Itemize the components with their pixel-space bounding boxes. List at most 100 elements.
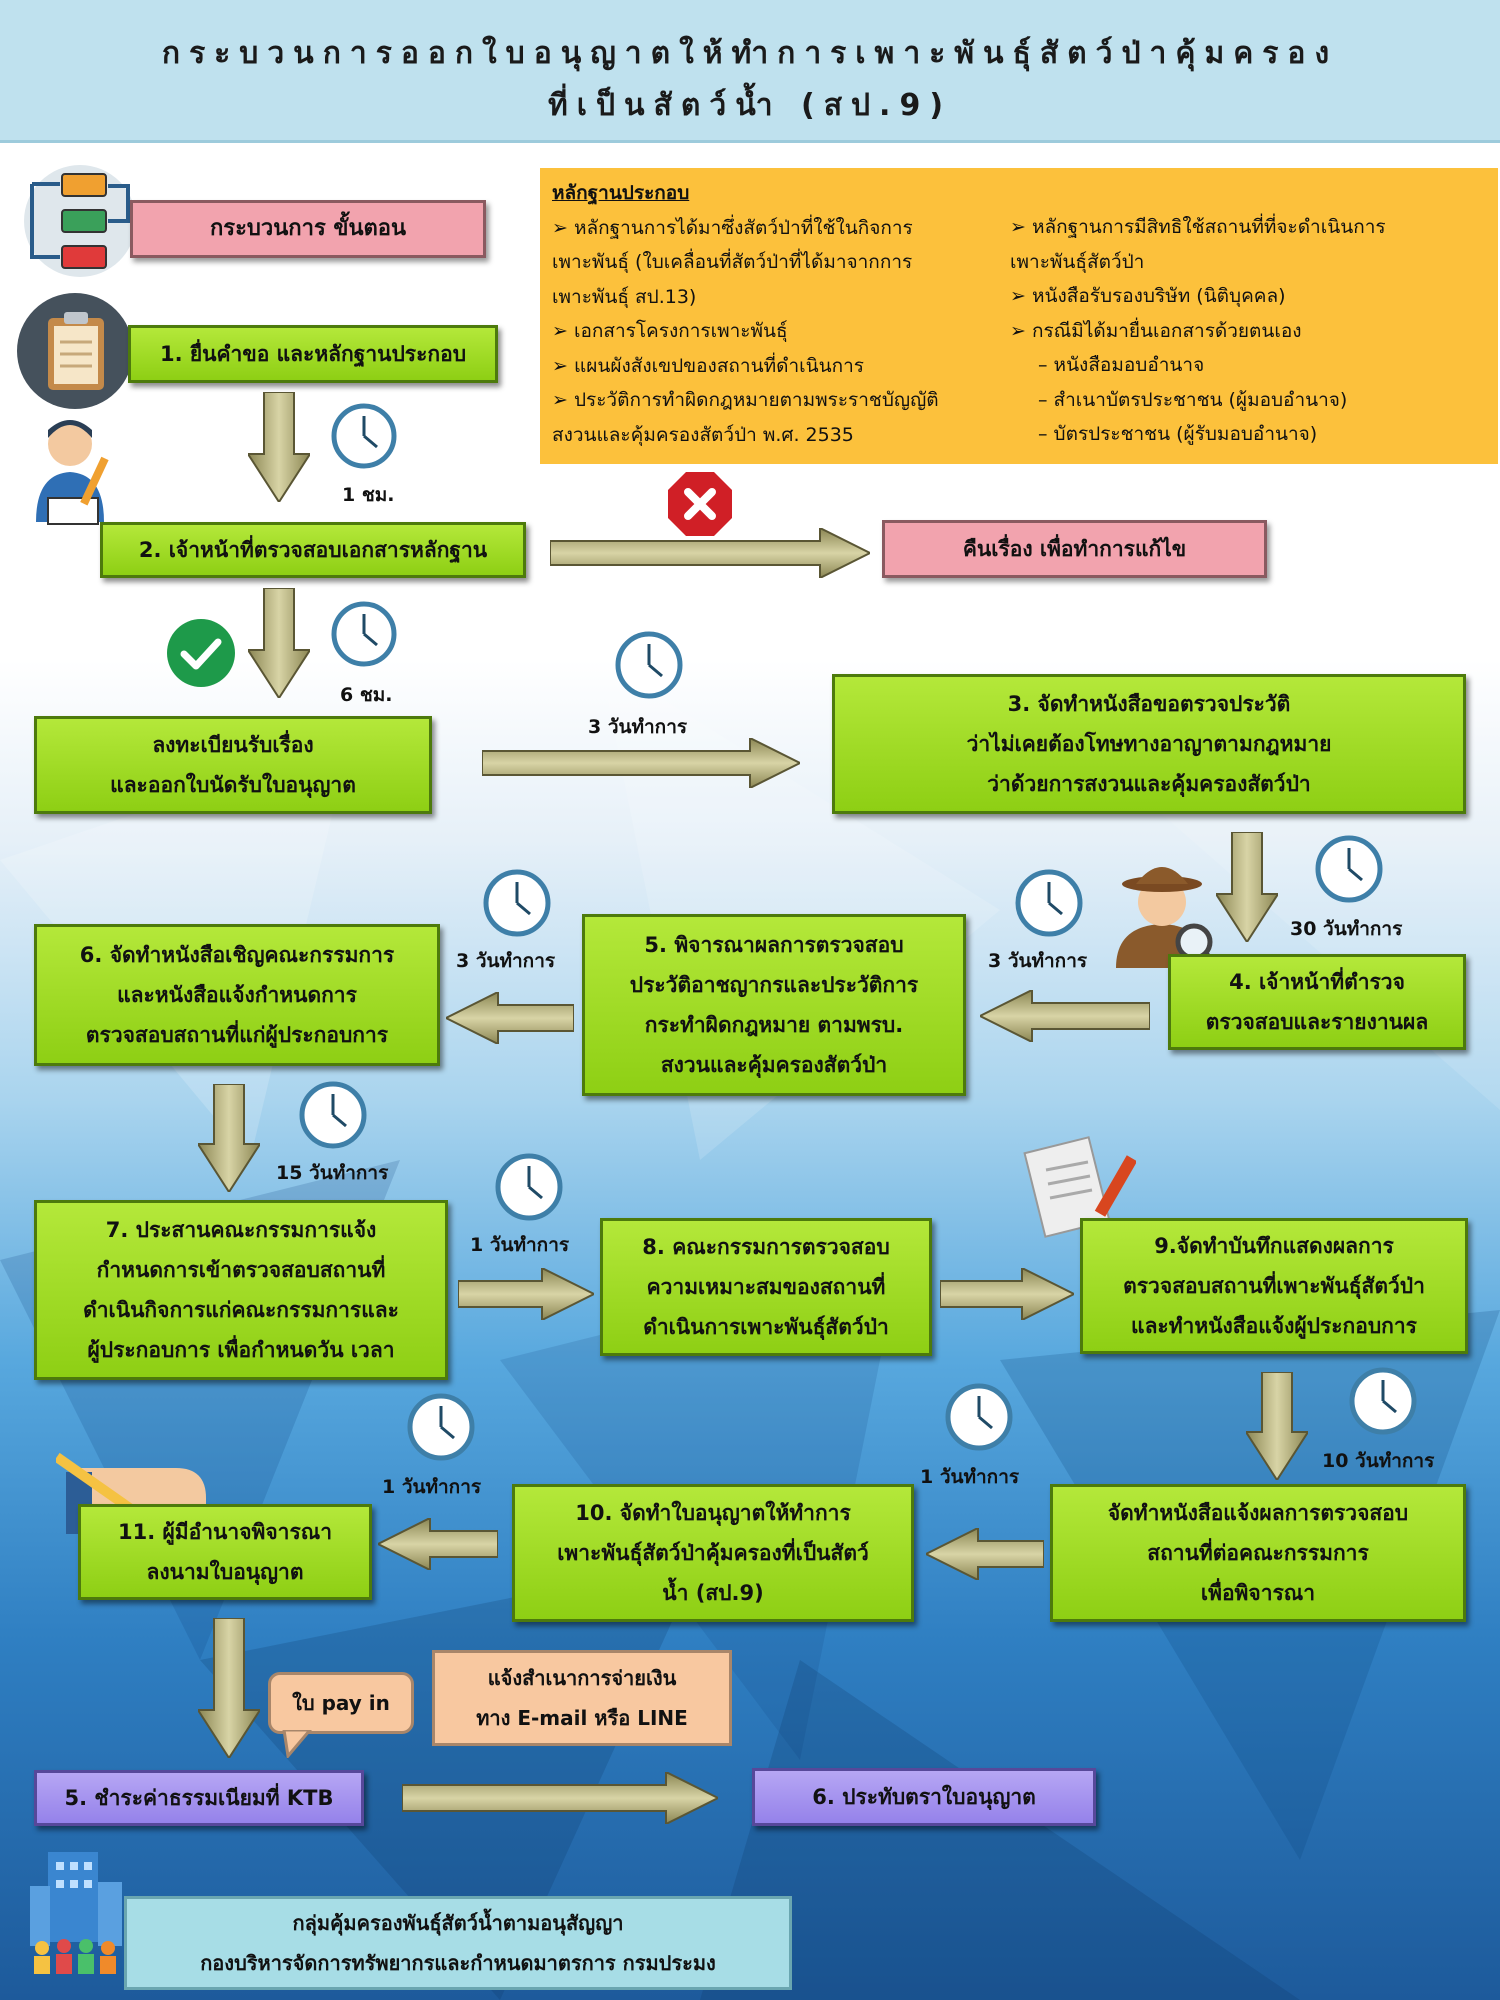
arrow-down — [198, 1618, 260, 1758]
step-6-line: และหนังสือแจ้งกำหนดการ — [117, 983, 357, 1007]
evidence-box: หลักฐานประกอบ ➢ หลักฐานการได้มาซึ่งสัตว์… — [540, 168, 1498, 464]
step-9-line: 9.จัดทำบันทึกแสดงผลการ — [1154, 1234, 1394, 1258]
detective-icon — [1116, 867, 1218, 968]
document-pen-icon — [1023, 1136, 1136, 1238]
arrow-down — [198, 1084, 260, 1192]
evidence-left-column: หลักฐานประกอบ ➢ หลักฐานการได้มาซึ่งสัตว์… — [552, 176, 1012, 452]
notify-committee: จัดทำหนังสือแจ้งผลการตรวจสอบ สถานที่ต่อค… — [1050, 1484, 1466, 1622]
evidence-item: เพาะพันธุ์ (ใบเคลื่อนที่สัตว์ป่าที่ได้มา… — [552, 251, 913, 273]
evidence-item: ➢ กรณีมิได้มายื่นเอกสารด้วยตนเอง — [1010, 319, 1302, 342]
step-11-line: 11. ผู้มีอำนาจพิจารณา — [117, 1520, 332, 1544]
notify-line: เพื่อพิจารณา — [1200, 1581, 1316, 1605]
duration-9: 10 วันทำการ — [1322, 1450, 1435, 1472]
step-7-coordinate: 7. ประสานคณะกรรมการแจ้ง กำหนดการเข้าตรวจ… — [34, 1200, 448, 1380]
step-2-verify: 2. เจ้าหน้าที่ตรวจสอบเอกสารหลักฐาน — [100, 522, 526, 578]
page-header: กระบวนการออกใบอนุญาตให้ทำการเพาะพันธุ์สั… — [0, 0, 1500, 143]
step-5-review: 5. พิจารณาผลการตรวจสอบ ประวัติอาชญากรและ… — [582, 914, 966, 1096]
step-6-line: ตรวจสอบสถานที่แก่ผู้ประกอบการ — [85, 1023, 389, 1047]
step-5-line: ประวัติอาชญากรและประวัติการ — [629, 973, 919, 997]
payin-bubble: ใบ pay in — [268, 1672, 414, 1734]
arrow-right — [402, 1772, 718, 1824]
step-3-line: ว่าด้วยการสงวนและคุ้มครองสัตว์ป่า — [987, 772, 1311, 796]
footer-organization: กลุ่มคุ้มครองพันธุ์สัตว์น้ำตามอนุสัญญา ก… — [124, 1896, 792, 1990]
page-title-line2: ที่เป็นสัตว์น้ำ (สป.9) — [547, 88, 953, 123]
payment-notice-line: ทาง E-mail หรือ LINE — [476, 1706, 688, 1730]
clock-icon — [945, 1383, 1013, 1451]
approve-check-icon — [167, 619, 235, 687]
evidence-item: สงวนและคุ้มครองสัตว์ป่า พ.ศ. 2535 — [552, 423, 854, 446]
step-10-line: เพาะพันธุ์สัตว์ป่าคุ้มครองที่เป็นสัตว์ — [557, 1541, 869, 1565]
arrow-left — [926, 1528, 1044, 1580]
clock-icon — [407, 1393, 475, 1461]
duration-10: 1 วันทำการ — [920, 1466, 1020, 1488]
arrow-left — [378, 1518, 498, 1570]
step-9-record: 9.จัดทำบันทึกแสดงผลการ ตรวจสอบสถานที่เพา… — [1080, 1218, 1468, 1354]
evidence-item: ➢ ประวัติการทำผิดกฎหมายตามพระราชบัญญัติ — [552, 389, 939, 411]
duration-4: 30 วันทำการ — [1290, 918, 1403, 940]
page-title-line1: กระบวนการออกใบอนุญาตให้ทำการเพาะพันธุ์สั… — [161, 36, 1339, 71]
return-for-correction: คืนเรื่อง เพื่อทำการแก้ไข — [882, 520, 1267, 578]
evidence-item: ➢ หลักฐานการได้มาซึ่งสัตว์ป่าที่ใช้ในกิจ… — [552, 216, 913, 239]
step-11-line: ลงนามใบอนุญาต — [146, 1560, 304, 1584]
step-pay-fee: 5. ชำระค่าธรรมเนียมที่ KTB — [34, 1770, 364, 1826]
evidence-item: ➢ หลักฐานการมีสิทธิใช้สถานที่ที่จะดำเนิน… — [1010, 216, 1386, 238]
notify-line: จัดทำหนังสือแจ้งผลการตรวจสอบ — [1107, 1501, 1409, 1525]
notify-line: สถานที่ต่อคณะกรรมการ — [1147, 1541, 1369, 1565]
clock-icon — [495, 1153, 563, 1221]
duration-11: 1 วันทำการ — [382, 1476, 482, 1498]
duration-3: 3 วันทำการ — [588, 716, 688, 738]
step-3-background-check: 3. จัดทำหนังสือขอตรวจประวัติ ว่าไม่เคยต้… — [832, 674, 1466, 814]
step-4-police: 4. เจ้าหน้าที่ตำรวจ ตรวจสอบและรายงานผล — [1168, 954, 1466, 1050]
step-10-line: 10. จัดทำใบอนุญาตให้ทำการ — [575, 1501, 851, 1525]
arrow-down — [248, 392, 310, 502]
step-5-line: กระทำผิดกฎหมาย ตามพรบ. — [644, 1013, 904, 1037]
step-3-line: ว่าไม่เคยต้องโทษทางอาญาตามกฎหมาย — [966, 732, 1332, 756]
duration-2: 6 ชม. — [340, 684, 393, 706]
step-10-issue-license: 10. จัดทำใบอนุญาตให้ทำการ เพาะพันธุ์สัตว… — [512, 1484, 914, 1622]
step-6-invite: 6. จัดทำหนังสือเชิญคณะกรรมการ และหนังสือ… — [34, 924, 440, 1066]
reject-icon — [668, 472, 732, 536]
step-8-inspect: 8. คณะกรรมการตรวจสอบ ความเหมาะสมของสถานท… — [600, 1218, 932, 1356]
step-7-line: ดำเนินกิจการแก่คณะกรรมการและ — [83, 1298, 399, 1322]
step-4-line: 4. เจ้าหน้าที่ตำรวจ — [1229, 970, 1405, 994]
step-7-line: ผู้ประกอบการ เพื่อกำหนดวัน เวลา — [87, 1338, 395, 1362]
register-line: และออกใบนัดรับใบอนุญาต — [110, 773, 356, 797]
arrow-right — [458, 1268, 594, 1320]
evidence-item: – หนังสือมอบอำนาจ — [1038, 354, 1205, 376]
arrow-right — [940, 1268, 1074, 1320]
evidence-item: – บัตรประชาชน (ผู้รับมอบอำนาจ) — [1038, 423, 1318, 445]
evidence-heading: หลักฐานประกอบ — [552, 182, 690, 204]
process-label: กระบวนการ ขั้นตอน — [130, 200, 486, 258]
evidence-item: เพาะพันธุ์ สป.13) — [552, 285, 697, 308]
arrow-down — [248, 588, 310, 698]
clock-icon — [299, 1081, 367, 1149]
payment-notice-line: แจ้งสำเนาการจ่ายเงิน — [487, 1666, 677, 1690]
register-line: ลงทะเบียนรับเรื่อง — [152, 733, 314, 757]
step-8-line: ความเหมาะสมของสถานที่ — [646, 1275, 886, 1299]
clock-icon — [331, 403, 397, 469]
duration-1: 1 ชม. — [342, 484, 395, 506]
step-10-line: น้ำ (สป.9) — [662, 1581, 764, 1605]
evidence-item: ➢ แผนผังสังเขปของสถานที่ดำเนินการ — [552, 354, 864, 377]
clock-icon — [483, 869, 551, 937]
clock-icon — [331, 601, 397, 667]
person-writing-icon — [36, 420, 109, 525]
step-5-line: สงวนและคุ้มครองสัตว์ป่า — [660, 1053, 888, 1077]
arrow-left — [980, 990, 1150, 1042]
duration-7: 15 วันทำการ — [276, 1162, 389, 1184]
step-8-line: 8. คณะกรรมการตรวจสอบ — [642, 1235, 890, 1259]
payment-notice: แจ้งสำเนาการจ่ายเงิน ทาง E-mail หรือ LIN… — [432, 1650, 732, 1746]
clock-icon — [1015, 869, 1083, 937]
arrow-right — [550, 528, 870, 578]
step-9-line: ตรวจสอบสถานที่เพาะพันธุ์สัตว์ป่า — [1123, 1274, 1425, 1298]
register-and-appointment: ลงทะเบียนรับเรื่อง และออกใบนัดรับใบอนุญา… — [34, 716, 432, 814]
arrow-down — [1216, 832, 1278, 942]
evidence-item: เพาะพันธุ์สัตว์ป่า — [1010, 250, 1145, 273]
clock-icon — [615, 631, 683, 699]
arrow-left — [446, 992, 574, 1044]
evidence-item: ➢ หนังสือรับรองบริษัท (นิติบุคคล) — [1010, 285, 1286, 307]
step-stamp-license: 6. ประทับตราใบอนุญาต — [752, 1768, 1096, 1826]
step-4-line: ตรวจสอบและรายงานผล — [1205, 1010, 1429, 1034]
duration-5: 3 วันทำการ — [988, 950, 1088, 972]
evidence-item: ➢ เอกสารโครงการเพาะพันธุ์ — [552, 320, 788, 342]
